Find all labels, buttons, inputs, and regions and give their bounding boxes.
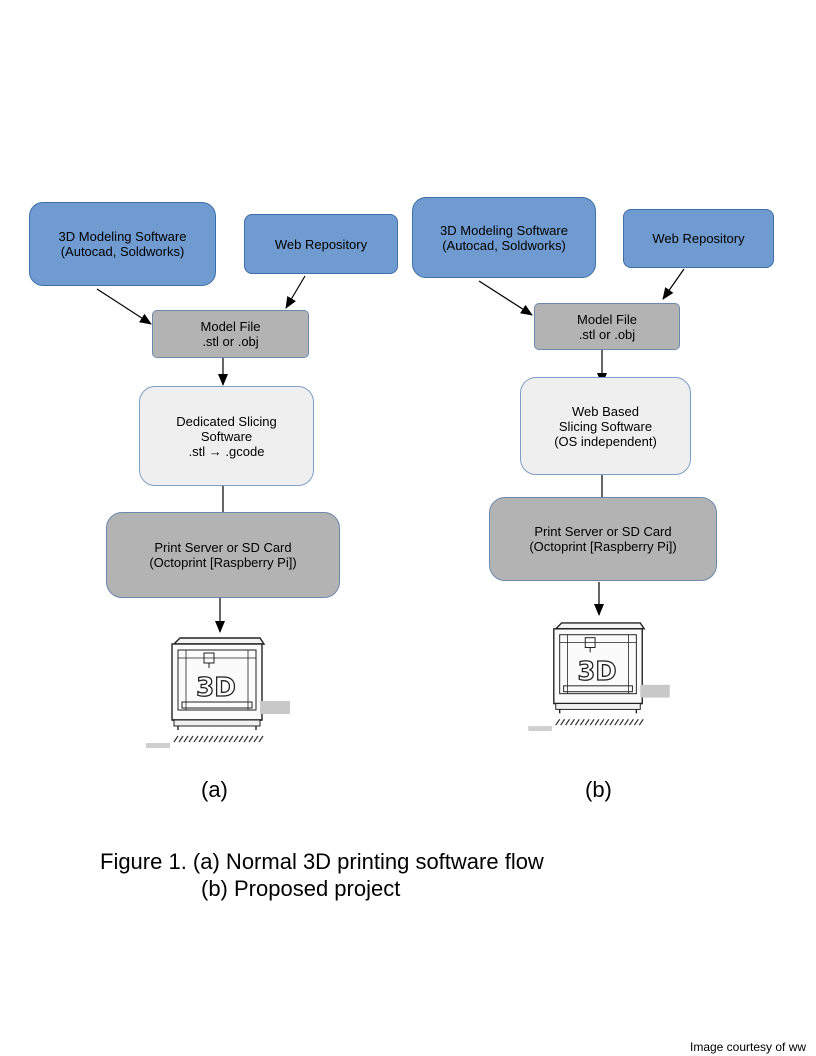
arrow-b-modeling-to-model — [478, 280, 533, 316]
b-modeling-line1: 3D Modeling Software — [440, 222, 568, 238]
figure-caption-line2: (b) Proposed project — [201, 876, 401, 901]
b-model-file-line1: Model File — [577, 311, 637, 327]
b-model-file-node: Model File .stl or .obj — [534, 303, 680, 350]
b-slicer-line1: Web Based — [572, 403, 639, 419]
a-slicer-line2: Software — [200, 428, 253, 444]
b-3d-printer-icon: 3D — [528, 622, 670, 732]
a-modeling-line2: (Autocad, Soldworks) — [60, 244, 185, 259]
b-web-repository-node: Web Repository — [623, 209, 774, 268]
a-repository-label: Web Repository — [274, 236, 368, 252]
a-server-line2: (Octoprint [Raspberry Pi]) — [149, 555, 297, 570]
a-3d-printer-icon: 3D — [146, 637, 290, 748]
a-modeling-line1: 3D Modeling Software — [58, 229, 187, 244]
b-repository-label: Web Repository — [652, 231, 745, 246]
a-model-file-node: Model File .stl or .obj — [152, 310, 309, 358]
panel-a-label: (a) — [201, 777, 228, 802]
a-printer-3d-text: 3D — [196, 673, 236, 703]
b-server-line2: (Octoprint [Raspberry Pi]) — [529, 539, 677, 554]
image-courtesy-note: Image courtesy of ww — [690, 1040, 807, 1054]
arrow-a-repo-to-model — [285, 275, 306, 309]
a-server-line1: Print Server or SD Card — [154, 540, 292, 555]
a-slicing-software-node: Dedicated Slicing Software .stl → .gcode — [139, 386, 314, 486]
b-modeling-software-node: 3D Modeling Software (Autocad, Soldworks… — [412, 197, 596, 278]
b-printer-3d-text: 3D — [578, 657, 617, 687]
arrow-a-modeling-to-model — [96, 288, 152, 325]
a-model-file-line2: .stl or .obj — [202, 334, 259, 349]
a-model-file-line1: Model File — [200, 319, 261, 334]
panel-b-label: (b) — [585, 777, 612, 802]
b-model-file-line2: .stl or .obj — [578, 326, 636, 342]
a-web-repository-node: Web Repository — [244, 214, 398, 274]
b-modeling-line2: (Autocad, Soldworks) — [442, 237, 566, 253]
b-server-line1: Print Server or SD Card — [534, 524, 672, 539]
b-slicer-line3: (OS independent) — [554, 433, 657, 449]
figure-caption-line1: Figure 1. (a) Normal 3D printing softwar… — [100, 849, 544, 874]
b-slicer-line2: Slicing Software — [558, 418, 653, 434]
a-slicer-line3: .stl → .gcode — [188, 443, 265, 459]
a-modeling-software-node: 3D Modeling Software (Autocad, Soldworks… — [29, 202, 216, 286]
b-print-server-node: Print Server or SD Card (Octoprint [Rasp… — [489, 497, 717, 581]
b-slicing-software-node: Web Based Slicing Software (OS independe… — [520, 377, 691, 475]
a-slicer-line1: Dedicated Slicing — [176, 413, 277, 429]
arrow-b-repo-to-model — [662, 268, 685, 300]
a-print-server-node: Print Server or SD Card (Octoprint [Rasp… — [106, 512, 340, 598]
